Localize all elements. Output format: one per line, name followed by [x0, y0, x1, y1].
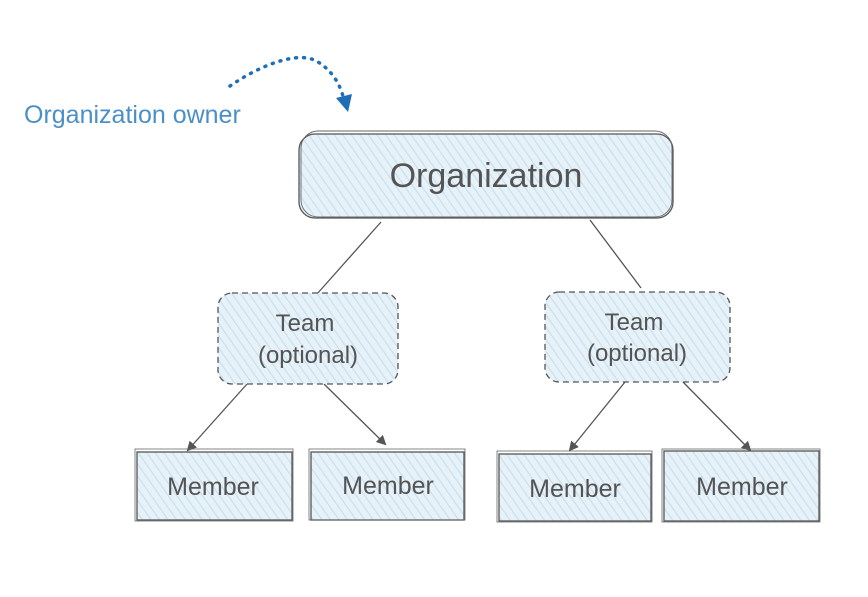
team-right-line2: (optional) [587, 340, 687, 367]
team-right-to-member-3-arrow [568, 381, 626, 452]
org-to-team-left-line [316, 221, 382, 295]
team-node-left: Team (optional) [217, 292, 399, 385]
owner-dotted-arrow [228, 55, 345, 98]
member-2-label: Member [342, 472, 434, 500]
organization-node: Organization [298, 130, 674, 219]
member-node-2: Member [308, 448, 466, 521]
organization-owner-label: Organization owner [24, 101, 241, 129]
team-left-line2: (optional) [258, 342, 358, 369]
member-3-label: Member [529, 475, 621, 503]
team-left-to-member-1-arrow [186, 383, 248, 452]
member-node-4: Member [661, 448, 821, 523]
organization-label: Organization [390, 157, 583, 195]
member-node-1: Member [134, 448, 294, 522]
team-node-right: Team (optional) [544, 291, 731, 383]
owner-arrow-head [336, 94, 352, 112]
org-to-team-right-line [589, 219, 642, 289]
team-left-line1: Team [276, 310, 335, 337]
team-right-to-member-4-arrow [682, 381, 752, 452]
member-4-label: Member [696, 473, 788, 501]
team-left-to-member-2-arrow [323, 383, 387, 446]
member-node-3: Member [496, 450, 653, 523]
member-1-label: Member [167, 473, 259, 501]
team-right-line1: Team [605, 309, 664, 336]
